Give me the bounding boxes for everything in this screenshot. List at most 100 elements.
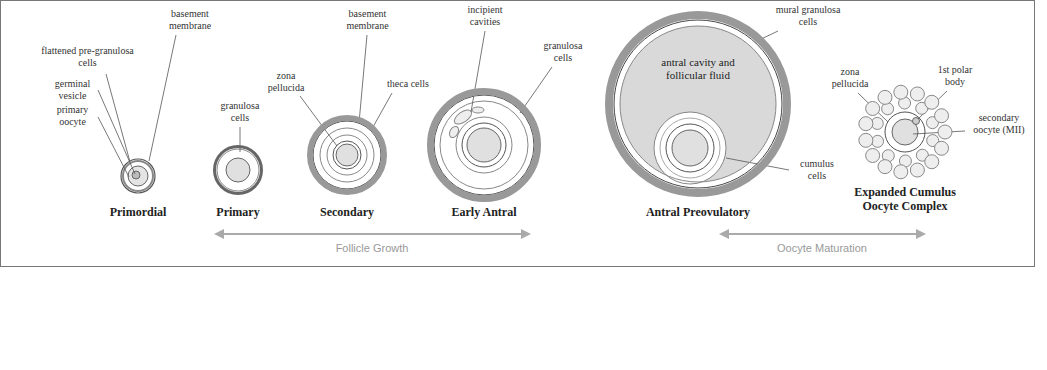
- secondary-follicle: Secondary: [307, 115, 387, 195]
- cumulus-cell: [894, 85, 908, 99]
- incipient-cavity: [448, 125, 461, 139]
- arrowhead: [214, 229, 224, 239]
- cumulus-cell: [866, 101, 880, 115]
- antral-follicle: [614, 20, 782, 188]
- cumulus-cell: [938, 125, 952, 139]
- stage-name: Secondary: [320, 206, 374, 220]
- cumulus-oocyte-complex: Expanded Cumulus Oocyte Complex: [857, 84, 953, 180]
- cumulus-layer: [660, 118, 720, 178]
- callout-label: primary oocyte: [50, 104, 95, 127]
- early-antral-follicle: [434, 95, 534, 195]
- cumulus-cell: [859, 133, 873, 147]
- stage-range-label: Oocyte Maturation: [777, 242, 867, 255]
- callout-label: zona pellucida: [262, 70, 310, 93]
- primordial-follicle: Primordial: [120, 158, 156, 194]
- follicle-outline: [620, 26, 776, 182]
- basement-membrane: [434, 95, 534, 195]
- cumulus-cell: [872, 135, 884, 147]
- cumulus-cell: [925, 155, 939, 169]
- callout-label: zona pellucida: [826, 66, 874, 89]
- callout-label: theca cells: [378, 78, 438, 90]
- zona-pellucida: [462, 123, 506, 167]
- leader-line: [149, 35, 176, 161]
- arrowhead: [916, 229, 926, 239]
- incipient-cavity: [472, 107, 484, 113]
- cumulus-cell: [878, 160, 892, 174]
- primordial-follicle: [123, 161, 153, 191]
- cumulus-cell: [910, 87, 924, 101]
- outer-ring: [620, 26, 776, 182]
- callout-label: granulosa cells: [538, 40, 588, 63]
- granulosa-layer: [320, 128, 374, 182]
- oocyte: [128, 166, 148, 186]
- outer-ring: [431, 92, 538, 199]
- granulosa-layer: [440, 101, 528, 189]
- basement-membrane: [614, 20, 782, 188]
- stage-name: Antral Preovulatory: [646, 206, 750, 220]
- outer-ring: [609, 15, 787, 193]
- pre-granulosa-layer: [123, 161, 153, 191]
- leader-lines: [98, 31, 965, 177]
- primary-follicle: [217, 149, 259, 191]
- range-arrow: [727, 233, 918, 235]
- cumulus-cell: [935, 109, 949, 123]
- follicle-outline: [605, 11, 791, 197]
- callout-label: basement membrane: [340, 8, 395, 31]
- range-arrow: [222, 233, 523, 235]
- granulosa-layer: [456, 117, 512, 173]
- oocyte: [226, 158, 250, 182]
- callout-label: incipient cavities: [460, 4, 510, 27]
- region-label: antral cavity and follicular fluid: [642, 56, 754, 81]
- oocyte: [336, 144, 358, 166]
- stage-range-label: Follicle Growth: [336, 242, 409, 255]
- cumulus-cell: [878, 90, 892, 104]
- leader-line: [98, 117, 129, 177]
- outer-ring: [310, 118, 384, 192]
- early-antral-follicle: Early Antral: [427, 88, 541, 202]
- antral-cavity: [620, 26, 776, 182]
- callout-label: germinal vesicle: [50, 78, 95, 101]
- primary-follicle: Primary: [213, 145, 263, 195]
- callout-label: granulosa cells: [215, 100, 265, 123]
- oocyte: [467, 128, 501, 162]
- callout-label: cumulus cells: [792, 158, 842, 181]
- secondary-follicle: [313, 121, 381, 189]
- arrowhead: [719, 229, 729, 239]
- callout-label: basement membrane: [165, 8, 215, 31]
- follicle-outline: [307, 115, 387, 195]
- zona-pellucida: [333, 141, 361, 169]
- leader-line: [359, 35, 367, 123]
- zona-pellucida: [666, 124, 714, 172]
- callout-label: flattened pre-granulosa cells: [40, 45, 135, 68]
- antral-cavity: antral cavity and follicular fluid: [620, 26, 776, 182]
- outer-ring: [215, 147, 262, 194]
- stage-name: Primary: [216, 206, 259, 220]
- leader-line: [240, 127, 241, 152]
- callout-label: secondary oocyte (MII): [968, 112, 1030, 135]
- granulosa-layer: [217, 149, 259, 191]
- germinal-vesicle: [132, 171, 140, 179]
- frame: [1, 1, 1035, 267]
- incipient-cavity: [452, 107, 474, 127]
- arrowhead: [521, 229, 531, 239]
- follicle-outline: [427, 88, 541, 202]
- leader-line: [106, 74, 130, 162]
- cumulus-cell: [925, 95, 939, 109]
- basement-membrane: [313, 121, 381, 189]
- stage-name: Expanded Cumulus Oocyte Complex: [845, 186, 965, 214]
- cumulus-cell: [894, 165, 908, 179]
- cumulus-cell: [866, 149, 880, 163]
- cumulus-layer: [654, 112, 726, 184]
- antral-follicle: Antral Preovulatoryantral cavity and fol…: [605, 11, 791, 197]
- callout-label: mural granulosa cells: [768, 4, 848, 27]
- stage-name: Early Antral: [452, 206, 517, 220]
- oocyte: [672, 130, 708, 166]
- leader-line: [471, 31, 485, 112]
- follicle-outline: [857, 84, 953, 180]
- follicle-outline: [120, 158, 156, 194]
- cumulus-cell: [910, 163, 924, 177]
- cumulus-cell: [859, 117, 873, 131]
- stage-arrows: [214, 229, 926, 239]
- leader-line: [373, 93, 392, 127]
